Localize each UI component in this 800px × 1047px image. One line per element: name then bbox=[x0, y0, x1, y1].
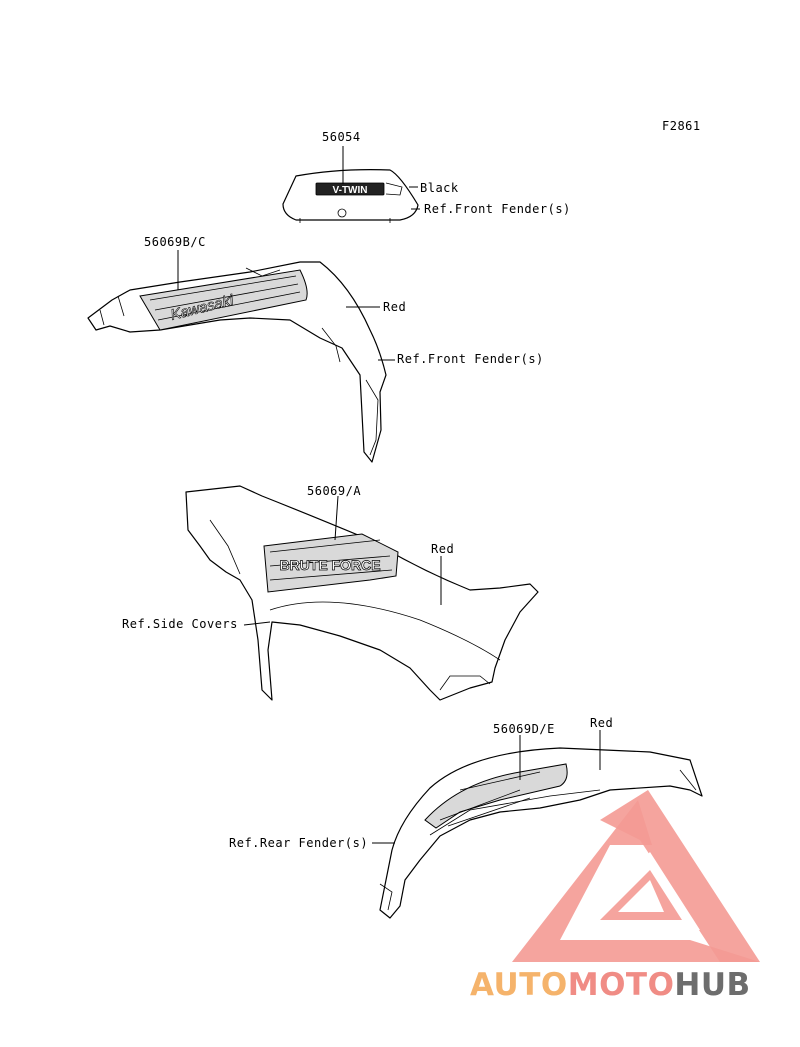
watermark-hub: HUB bbox=[674, 967, 750, 1003]
part-number-56069bc: 56069B/C bbox=[144, 235, 206, 249]
watermark-logo-icon bbox=[512, 790, 760, 962]
rear-fender-56069de bbox=[379, 747, 703, 919]
front-fender-panel-56054: V-TWIN bbox=[282, 169, 419, 223]
watermark-text: AUTOMOTOHUB bbox=[470, 967, 751, 1003]
ref-rear-fender-label: Ref.Rear Fender(s) bbox=[229, 836, 368, 850]
color-label-black: Black bbox=[420, 181, 459, 195]
front-fender-56069bc: Kawasaki bbox=[87, 261, 387, 463]
color-label-red-3: Red bbox=[590, 716, 613, 730]
watermark-auto: AUTO bbox=[470, 967, 568, 1003]
watermark-moto: MOTO bbox=[568, 967, 675, 1003]
brute-force-decal-text: BRUTE FORCE bbox=[279, 557, 380, 573]
color-label-red-2: Red bbox=[431, 542, 454, 556]
ref-front-fender-label-1: Ref.Front Fender(s) bbox=[424, 202, 571, 216]
vtwin-decal-text: V-TWIN bbox=[333, 185, 368, 196]
ref-side-covers-label: Ref.Side Covers bbox=[122, 617, 238, 631]
color-label-red-1: Red bbox=[383, 300, 406, 314]
part-number-56069a: 56069/A bbox=[307, 484, 361, 498]
ref-front-fender-label-2: Ref.Front Fender(s) bbox=[397, 352, 544, 366]
part-number-56054: 56054 bbox=[322, 130, 361, 144]
part-number-56069de: 56069D/E bbox=[493, 722, 555, 736]
side-cover-56069a: BRUTE FORCE bbox=[185, 485, 539, 701]
figure-code: F2861 bbox=[662, 119, 701, 133]
